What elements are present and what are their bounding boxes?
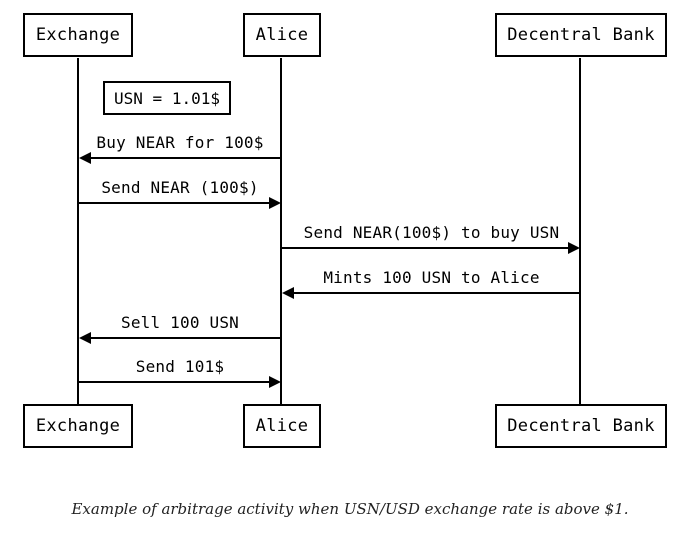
arrowhead-right-icon bbox=[269, 376, 281, 388]
price-note: USN = 1.01$ bbox=[103, 81, 231, 115]
participant-decentral-bank-bottom: Decentral Bank bbox=[495, 404, 667, 448]
message-arrow-line bbox=[90, 157, 281, 159]
message-arrow-line bbox=[282, 247, 568, 249]
lifeline-decentral-bank bbox=[579, 58, 581, 404]
participant-alice-top: Alice bbox=[243, 13, 321, 57]
message-label: Sell 100 USN bbox=[121, 313, 239, 332]
lifeline-alice bbox=[280, 58, 282, 404]
participant-exchange-top: Exchange bbox=[23, 13, 133, 57]
message-arrow-line bbox=[79, 381, 269, 383]
participant-alice-bottom: Alice bbox=[243, 404, 321, 448]
message-arrow-line bbox=[293, 292, 580, 294]
message-arrow-line bbox=[79, 202, 269, 204]
arrowhead-left-icon bbox=[282, 287, 294, 299]
arrowhead-right-icon bbox=[568, 242, 580, 254]
message-arrow-line bbox=[90, 337, 281, 339]
arrowhead-left-icon bbox=[79, 332, 91, 344]
message-label: Send NEAR(100$) to buy USN bbox=[303, 223, 560, 242]
participant-exchange-bottom: Exchange bbox=[23, 404, 133, 448]
message-label: Buy NEAR for 100$ bbox=[96, 133, 264, 152]
message-label: Mints 100 USN to Alice bbox=[323, 268, 540, 287]
message-label: Send 101$ bbox=[135, 357, 225, 376]
message-label: Send NEAR (100$) bbox=[101, 178, 259, 197]
arrowhead-right-icon bbox=[269, 197, 281, 209]
participant-decentral-bank-top: Decentral Bank bbox=[495, 13, 667, 57]
figure-caption: Example of arbitrage activity when USN/U… bbox=[71, 500, 629, 518]
lifeline-exchange bbox=[77, 58, 79, 404]
arrowhead-left-icon bbox=[79, 152, 91, 164]
